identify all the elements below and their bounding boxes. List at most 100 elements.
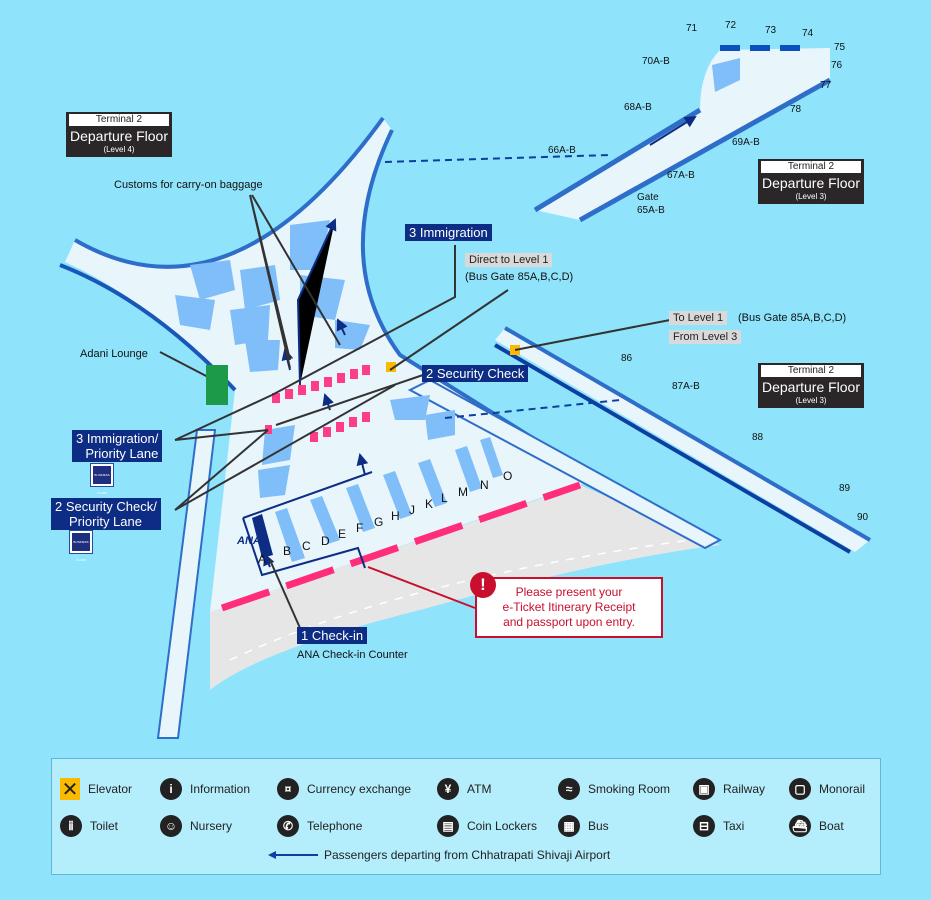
- terminal-label: Terminal 2: [69, 114, 169, 126]
- gate-label: 75: [834, 42, 846, 53]
- terminal-wall: [73, 116, 385, 269]
- pink-barrier: [220, 481, 582, 612]
- transfer-route: [444, 399, 621, 419]
- counter-label: J: [409, 503, 415, 517]
- entry-notice: Please present your e-Ticket Itinerary R…: [475, 577, 663, 638]
- gate-label: 78: [790, 104, 802, 115]
- gate-label: 74: [802, 28, 814, 39]
- legend-item: ☺Nursery: [160, 815, 232, 837]
- route-arrows: [263, 218, 369, 568]
- counter-label: M: [458, 485, 468, 499]
- gate-label: 88: [752, 432, 764, 443]
- business-class-badge: BUSINESS CLASS: [69, 530, 93, 562]
- adani-lounge-label: Adani Lounge: [80, 348, 148, 360]
- gate-label: 66A-B: [548, 145, 576, 156]
- currency-exchange-icon: ¤: [277, 778, 299, 800]
- legend-item: ▢ Monorail: [789, 778, 865, 800]
- legend-label: Bus: [588, 819, 609, 833]
- information-icon: i: [160, 778, 182, 800]
- boat-icon: ⛴: [789, 815, 811, 837]
- step-immigration-priority: 3 Immigration/ Priority Lane: [72, 430, 163, 462]
- smoking-room-icon: ≈: [558, 778, 580, 800]
- alert-icon: !: [470, 572, 496, 598]
- legend-route-label: Passengers departing from Chhatrapati Sh…: [324, 848, 611, 862]
- counter-label: L: [441, 491, 448, 505]
- legend-route: Passengers departing from Chhatrapati Sh…: [268, 848, 610, 862]
- gate-label: 65A-B: [637, 205, 665, 216]
- floor-title: Departure Floor: [69, 128, 169, 144]
- gate-label: 90: [857, 512, 869, 523]
- counter-label: B: [283, 544, 292, 558]
- legend-label: Monorail: [819, 782, 866, 796]
- legend-item: ▤ Coin Lockers: [437, 815, 537, 837]
- legend-item: i Information: [160, 778, 250, 800]
- legend-label: ATM: [467, 782, 492, 796]
- legend-item: ⊟Taxi: [693, 815, 744, 837]
- route-arrow-icon: [268, 851, 318, 859]
- customs-label: Customs for carry-on baggage: [114, 179, 263, 191]
- legend-label: Boat: [819, 819, 844, 833]
- business-class-text: BUSINESS CLASS: [72, 533, 90, 562]
- step-checkin: 1 Check-in: [297, 627, 368, 644]
- ana-counter-label: ANA Check-in Counter: [297, 649, 408, 661]
- from-level3-label: From Level 3: [669, 330, 742, 344]
- atm-icon: ¥: [437, 778, 459, 800]
- ana-logo: ANA: [237, 535, 261, 547]
- legend-label: Currency exchange: [307, 782, 412, 796]
- notice-line: e-Ticket Itinerary Receipt: [502, 600, 636, 614]
- counter-label: O: [503, 469, 513, 483]
- legend-label: Telephone: [307, 819, 363, 833]
- business-class-badge: BUSINESS CLASS: [90, 463, 114, 495]
- counter-label: N: [480, 478, 489, 492]
- counter-label: C: [302, 539, 311, 553]
- coin-lockers-icon: ▤: [437, 815, 459, 837]
- legend-label: Nursery: [190, 819, 233, 833]
- legend-item: ¤ Currency exchange: [277, 778, 411, 800]
- monorail-icon: ▢: [789, 778, 811, 800]
- transfer-route: [384, 154, 611, 163]
- gate-label: 73: [765, 25, 777, 36]
- gate-label: 68A-B: [624, 102, 652, 113]
- legend-item: ¥ ATM: [437, 778, 491, 800]
- counter-label: K: [425, 497, 434, 511]
- counter-label: F: [356, 521, 364, 535]
- legend-label: Taxi: [723, 819, 745, 833]
- legend-label: Railway: [723, 782, 766, 796]
- main-terminal: [65, 118, 600, 612]
- gate-label: 86: [621, 353, 633, 364]
- north-pier: [535, 48, 830, 220]
- legend-item: ✕ Elevator: [60, 778, 133, 801]
- apron: [210, 485, 720, 690]
- ana-checkin-area: [242, 471, 373, 577]
- legend-item: ▣Railway: [693, 778, 765, 800]
- counter-label: E: [338, 527, 347, 541]
- direct-level1-label: Direct to Level 1: [465, 253, 553, 267]
- legend-label: Smoking Room: [588, 782, 671, 796]
- toilet-icon: ⅱ: [60, 815, 82, 837]
- legend-label: Information: [190, 782, 251, 796]
- step-security-priority: 2 Security Check/ Priority Lane: [51, 498, 161, 530]
- floor-badge-level4: Terminal 2 Departure Floor (Level 4): [66, 112, 172, 157]
- legend-item: ✆Telephone: [277, 815, 362, 837]
- to-level1-label: To Level 1: [669, 311, 728, 325]
- elevator-icon: ✕: [60, 778, 80, 801]
- floor-level: (Level 4): [103, 145, 135, 154]
- legend-label: Coin Lockers: [467, 819, 538, 833]
- step-line: 2 Security Check/: [55, 499, 157, 514]
- legend-label: Elevator: [88, 782, 133, 796]
- counter-label: G: [374, 515, 384, 529]
- gate-label: 76: [831, 60, 843, 71]
- gate-label: 69A-B: [732, 137, 760, 148]
- bus-icon: ▦: [558, 815, 580, 837]
- floor-title: Departure Floor: [761, 175, 861, 191]
- legend-item: ⛴ Boat: [789, 815, 844, 837]
- leader-lines: [159, 194, 671, 629]
- terminal-wall: [361, 129, 602, 482]
- gate-label: 67A-B: [667, 170, 695, 181]
- terminal-label: Terminal 2: [761, 161, 861, 173]
- terminal-label: Terminal 2: [761, 365, 861, 377]
- step-line: Priority Lane: [69, 514, 142, 529]
- checkin-islands: [275, 437, 503, 562]
